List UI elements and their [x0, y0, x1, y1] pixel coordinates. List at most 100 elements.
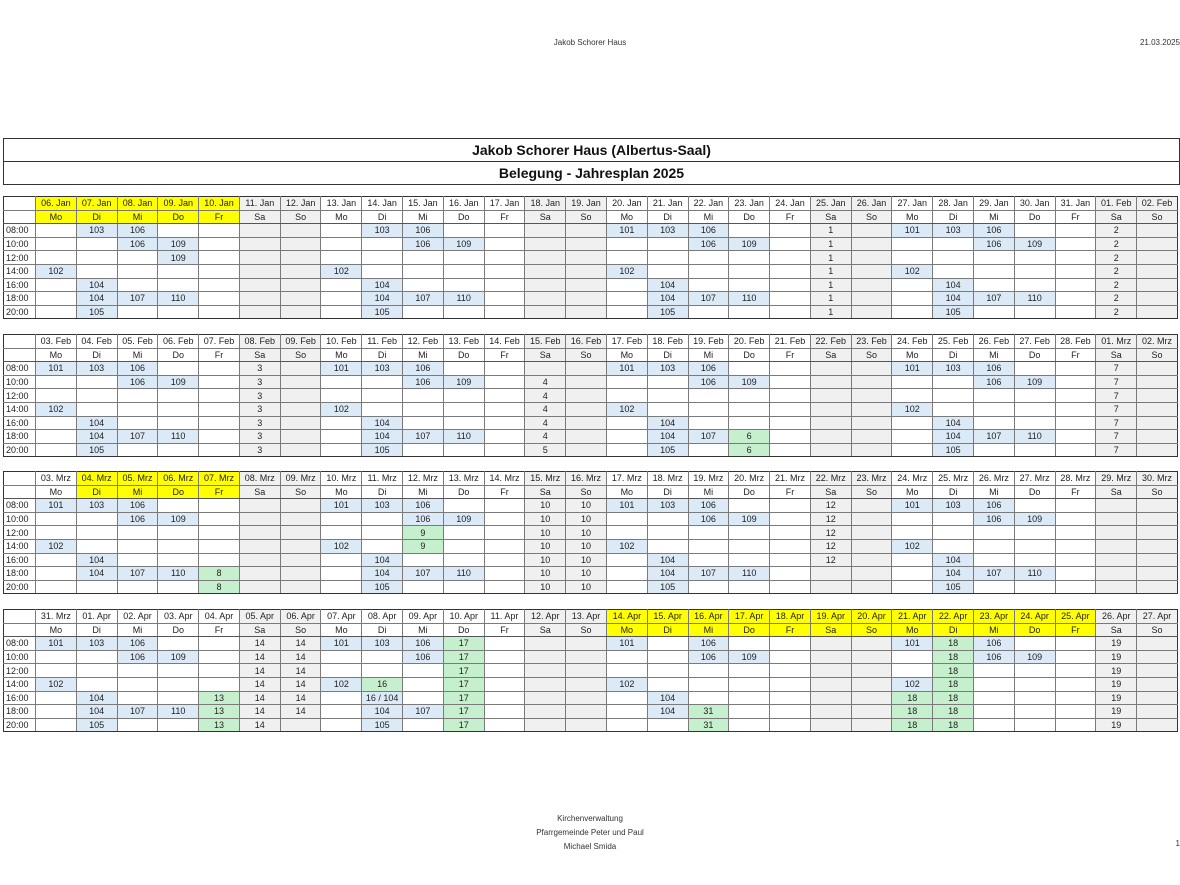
empty-cell	[1054, 538, 1097, 554]
empty-cell	[850, 649, 893, 665]
empty-cell	[1013, 552, 1056, 568]
date-header: 10. Apr	[442, 609, 485, 624]
booking-cell: 102	[35, 676, 77, 692]
footer-line-2: Pfarrgemeinde Peter und Paul	[536, 828, 644, 837]
empty-cell	[769, 552, 811, 568]
weekday-header: Mi	[972, 347, 1015, 363]
weekday-header: Di	[361, 484, 404, 500]
empty-cell	[157, 388, 200, 403]
empty-cell	[769, 374, 811, 390]
empty-cell	[35, 566, 77, 581]
booking-cell: 101	[891, 636, 934, 651]
weekday-header: Mi	[402, 209, 444, 225]
empty-cell	[687, 676, 730, 692]
empty-cell	[565, 304, 607, 320]
empty-cell	[891, 250, 934, 265]
empty-cell	[1013, 704, 1056, 719]
empty-cell	[1054, 704, 1097, 719]
empty-cell	[769, 236, 811, 252]
weekday-header: Do	[1013, 347, 1056, 363]
empty-cell	[1054, 291, 1097, 306]
empty-cell	[35, 579, 77, 595]
empty-cell	[361, 511, 404, 527]
date-header: 09. Apr	[402, 609, 444, 624]
empty-cell	[891, 374, 934, 390]
booking-cell: 105	[361, 717, 404, 733]
empty-cell	[483, 552, 526, 568]
empty-cell	[687, 388, 730, 403]
empty-cell	[524, 636, 567, 651]
empty-cell	[769, 636, 811, 651]
empty-cell	[728, 676, 771, 692]
empty-cell	[605, 442, 648, 458]
empty-cell	[1054, 636, 1097, 651]
empty-cell	[769, 566, 811, 581]
booking-cell: 102	[35, 401, 77, 417]
booking-cell: 7	[1095, 388, 1138, 403]
empty-cell	[320, 442, 363, 458]
empty-cell	[1013, 636, 1056, 651]
booking-cell: 10	[565, 566, 607, 581]
date-header: 19. Apr	[809, 609, 852, 624]
booking-cell: 10	[565, 511, 607, 527]
empty-cell	[891, 552, 934, 568]
booking-cell: 4	[524, 429, 567, 444]
empty-cell	[809, 636, 852, 651]
date-header: 25. Jan	[809, 196, 852, 211]
date-header: 09. Jan	[157, 196, 200, 211]
empty-cell	[1054, 649, 1097, 665]
booking-cell: 110	[157, 291, 200, 306]
empty-cell	[1136, 525, 1178, 540]
empty-cell	[1054, 511, 1097, 527]
empty-cell	[565, 374, 607, 390]
empty-cell	[35, 291, 77, 306]
empty-cell	[1136, 649, 1178, 665]
empty-cell	[361, 374, 404, 390]
empty-cell	[279, 525, 322, 540]
booking-cell: 101	[605, 498, 648, 513]
date-header: 13. Apr	[565, 609, 607, 624]
date-header: 14. Jan	[361, 196, 404, 211]
weekday-header: Fr	[769, 622, 811, 638]
empty-cell	[238, 498, 281, 513]
booking-cell: 18	[891, 690, 934, 706]
empty-cell	[1013, 717, 1056, 733]
booking-cell: 101	[320, 498, 363, 513]
weekday-header: Fr	[769, 209, 811, 225]
empty-cell	[972, 704, 1015, 719]
date-header: 26. Jan	[850, 196, 893, 211]
empty-cell	[75, 676, 118, 692]
booking-cell: 104	[361, 277, 404, 293]
booking-cell: 10	[524, 511, 567, 527]
weekday-header: Sa	[238, 209, 281, 225]
empty-cell	[1054, 250, 1097, 265]
empty-cell	[687, 552, 730, 568]
empty-cell	[279, 552, 322, 568]
booking-cell: 105	[75, 304, 118, 320]
empty-cell	[75, 579, 118, 595]
date-header: 11. Apr	[483, 609, 526, 624]
weekday-header: Fr	[483, 622, 526, 638]
empty-cell	[524, 717, 567, 733]
booking-cell: 104	[361, 429, 404, 444]
empty-cell	[972, 304, 1015, 320]
booking-cell: 110	[157, 704, 200, 719]
booking-cell: 19	[1095, 636, 1138, 651]
empty-cell	[1095, 525, 1138, 540]
booking-cell: 14	[279, 636, 322, 651]
booking-cell: 102	[891, 263, 934, 279]
empty-cell	[891, 579, 934, 595]
booking-cell: 106	[972, 636, 1015, 651]
empty-cell	[35, 552, 77, 568]
booking-cell: 109	[157, 511, 200, 527]
booking-cell: 110	[728, 566, 771, 581]
empty-cell	[157, 579, 200, 595]
empty-cell	[605, 250, 648, 265]
empty-cell	[687, 579, 730, 595]
empty-cell	[565, 401, 607, 417]
booking-cell: 1	[809, 236, 852, 252]
